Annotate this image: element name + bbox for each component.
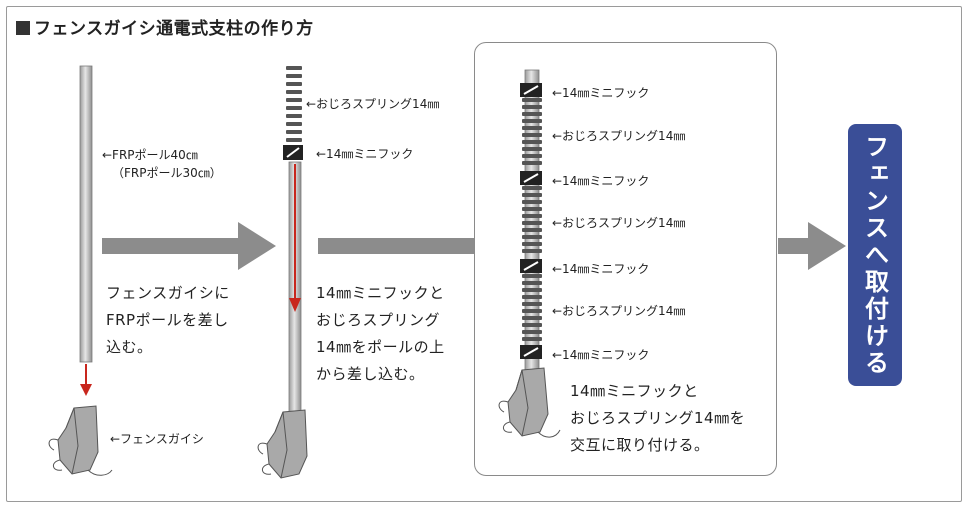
step3-mini-hooks xyxy=(520,83,542,359)
step-arrow-2 xyxy=(318,238,474,254)
step1-red-arrow-head xyxy=(80,384,92,396)
step3-label-spring-3: ←おじろスプリング14㎜ xyxy=(552,304,686,318)
step1-pole-label-sub: （FRPポール30㎝） xyxy=(112,166,222,180)
step3-label-spring-1: ←おじろスプリング14㎜ xyxy=(552,129,686,143)
step2-insulator xyxy=(257,409,308,479)
title-text: フェンスガイシ通電式支柱の作り方 xyxy=(34,19,314,39)
step3-insulator xyxy=(498,367,561,438)
step1-insulator xyxy=(48,405,113,476)
step2-description: 14㎜ミニフックと おじろスプリング 14㎜をポールの上 から差し込む。 xyxy=(316,284,445,383)
step1-description: フェンスガイシに FRPポールを差し 込む。 xyxy=(106,284,230,356)
step2-hook-label: ←14㎜ミニフック xyxy=(316,147,414,161)
step2-mini-hook xyxy=(283,145,303,160)
step-arrow-3 xyxy=(778,222,846,270)
attach-to-fence-badge: フェンスへ取付ける xyxy=(848,124,902,386)
step2-spring-loose xyxy=(286,66,302,142)
step2-red-arrow-head xyxy=(289,298,301,312)
step1-insulator-label: ←フェンスガイシ xyxy=(110,432,204,446)
step2-spring-label: ←おじろスプリング14㎜ xyxy=(306,97,440,111)
page-title: フェンスガイシ通電式支柱の作り方 xyxy=(16,14,314,39)
diagram-frame xyxy=(6,6,962,502)
step3-box xyxy=(474,42,777,476)
step3-label-hook-1: ←14㎜ミニフック xyxy=(552,86,650,100)
step3-label-hook-3: ←14㎜ミニフック xyxy=(552,262,650,276)
step3-label-spring-2: ←おじろスプリング14㎜ xyxy=(552,216,686,230)
step3-description: 14㎜ミニフックと おじろスプリング14㎜を 交互に取り付ける。 xyxy=(570,382,746,454)
step1-frp-pole xyxy=(79,65,93,363)
step-arrow-1 xyxy=(102,222,276,270)
step1-pole-label: ←FRPポール40㎝ xyxy=(102,148,198,162)
step3-label-hook-4: ←14㎜ミニフック xyxy=(552,348,650,362)
step3-label-hook-2: ←14㎜ミニフック xyxy=(552,174,650,188)
step3-spring-coils xyxy=(522,98,542,341)
title-square-icon xyxy=(16,21,30,35)
